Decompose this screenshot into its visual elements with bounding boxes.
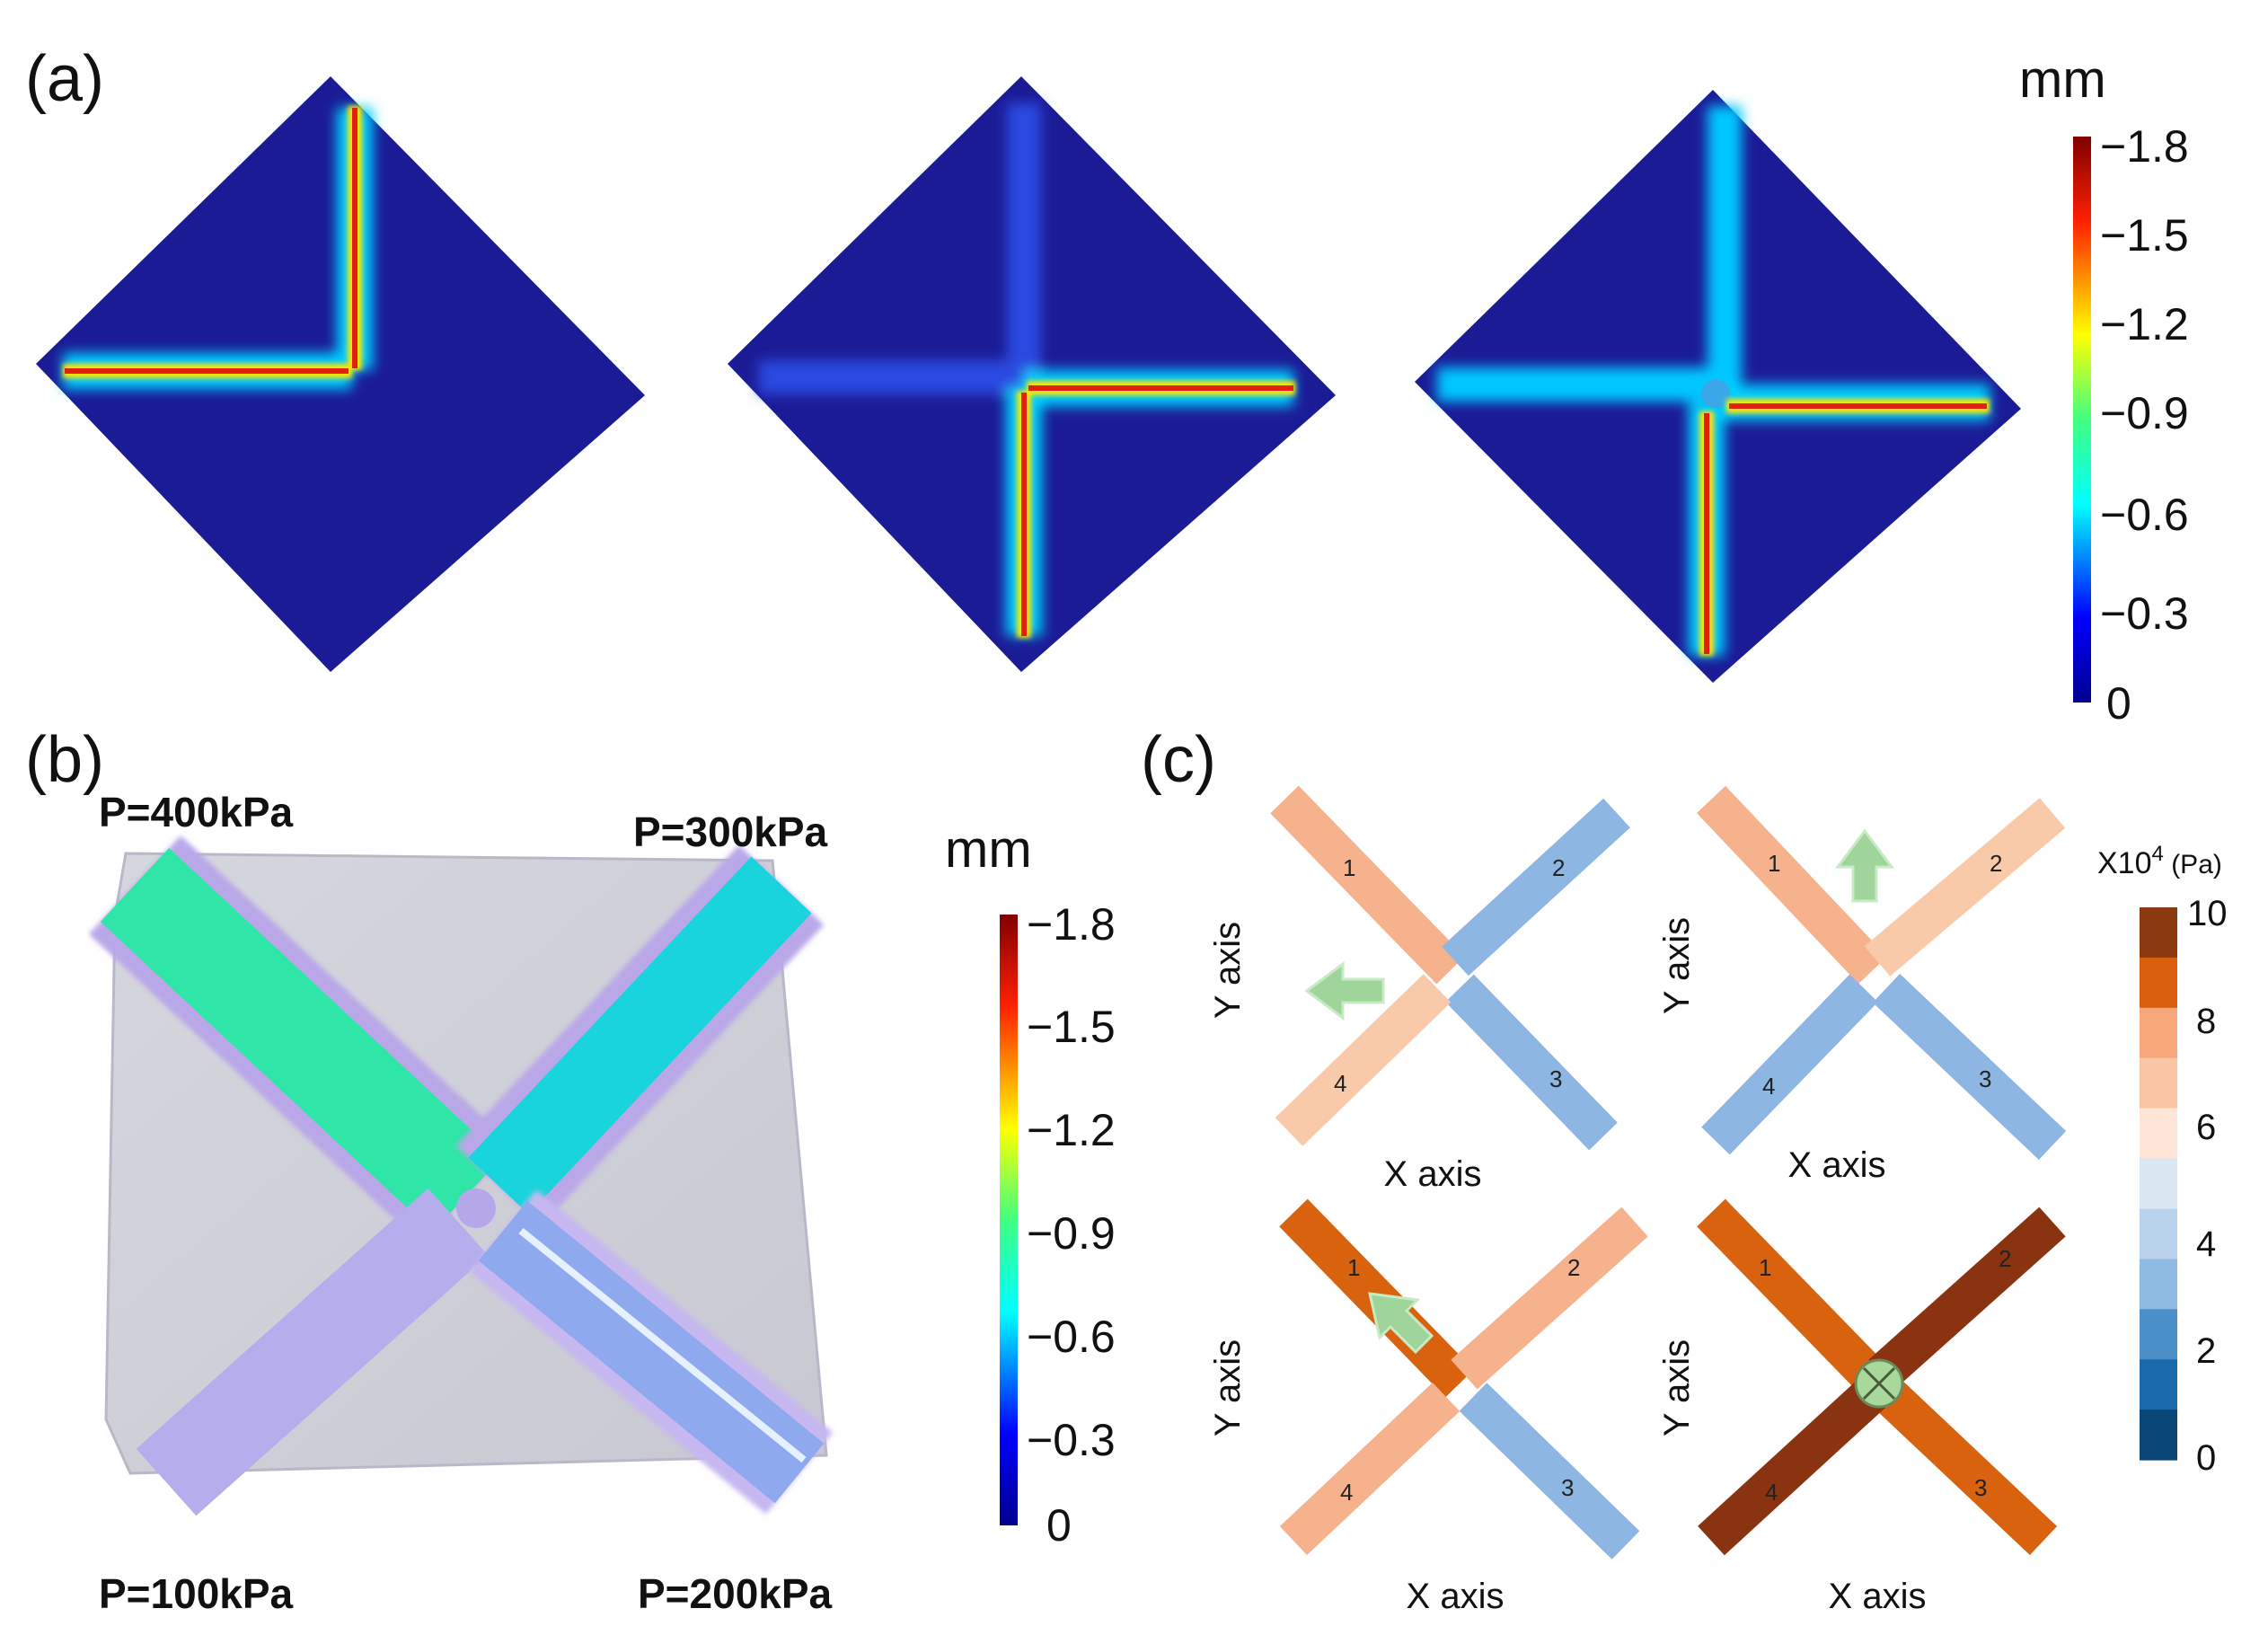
colorbar-c-band bbox=[2140, 1259, 2177, 1310]
colorbar-a-gradient bbox=[2073, 137, 2091, 703]
colorbar-a-tick-0: −1.8 bbox=[2100, 121, 2189, 172]
colorbar-c-tick-2: 6 bbox=[2196, 1108, 2216, 1147]
colorbar-c-tick-4: 2 bbox=[2196, 1331, 2216, 1371]
colorbar-a-tick-2: −1.2 bbox=[2100, 299, 2189, 349]
colorbar-a-ticks: −1.8 −1.5 −1.2 −0.9 −0.6 −0.3 0 bbox=[2100, 121, 2189, 729]
colorbar-c-band bbox=[2140, 907, 2177, 959]
arm-label-2: 2 bbox=[1999, 1245, 2011, 1272]
colorbar-a-tick-5: −0.3 bbox=[2100, 588, 2189, 639]
arm-label-4: 4 bbox=[1762, 1073, 1775, 1100]
colorbar-c-band bbox=[2140, 1309, 2177, 1360]
arm-label-3: 3 bbox=[1561, 1474, 1574, 1501]
colorbar-c-band bbox=[2140, 1359, 2177, 1410]
arrow-left-icon bbox=[1304, 961, 1385, 1021]
colorbar-c-band bbox=[2140, 1410, 2177, 1461]
arm-label-4: 4 bbox=[1340, 1479, 1353, 1506]
arm-label-3: 3 bbox=[1979, 1065, 1991, 1092]
stress-cross-4: 1 2 3 4 Y axis X axis bbox=[1657, 1198, 2066, 1616]
arm-label-2: 2 bbox=[1567, 1254, 1580, 1281]
arm-label-2: 2 bbox=[1552, 854, 1565, 881]
colorbar-b-tick-1: −1.5 bbox=[1027, 1002, 1116, 1052]
pressure-top-right: P=300kPa bbox=[633, 809, 828, 855]
stress-cross-1: 1 2 3 4 Y axis X axis bbox=[1208, 785, 1630, 1194]
colorbar-c-unit-exp: 4 bbox=[2152, 842, 2164, 866]
colorbar-c-tick-1: 8 bbox=[2196, 1002, 2216, 1041]
arm-label-1: 1 bbox=[1347, 1254, 1360, 1281]
fem-map-3 bbox=[1415, 90, 2021, 683]
colorbar-b-gradient bbox=[1000, 915, 1018, 1525]
panel-label-a: (a) bbox=[25, 43, 104, 115]
pressure-bottom-left: P=100kPa bbox=[99, 1570, 294, 1617]
colorbar-c-band bbox=[2140, 1057, 2177, 1109]
fem-map-1 bbox=[36, 76, 645, 672]
colorbar-b-tick-5: −0.3 bbox=[1027, 1415, 1116, 1465]
colorbar-c-band bbox=[2140, 1208, 2177, 1259]
colorbar-b-tick-2: −1.2 bbox=[1027, 1105, 1116, 1155]
arrow-up-icon bbox=[1835, 828, 1894, 903]
arm-label-1: 1 bbox=[1759, 1254, 1771, 1281]
colorbar-b-tick-0: −1.8 bbox=[1027, 899, 1116, 950]
colorbar-c-bands bbox=[2140, 907, 2177, 1461]
pressure-node-icon bbox=[1854, 1358, 1904, 1409]
pressure-bottom-right: P=200kPa bbox=[638, 1570, 833, 1617]
colorbar-a-tick-3: −0.9 bbox=[2100, 388, 2189, 438]
colorbar-c-tick-3: 4 bbox=[2196, 1224, 2216, 1264]
colorbar-b-unit: mm bbox=[945, 820, 1032, 879]
arm-label-4: 4 bbox=[1765, 1479, 1778, 1506]
colorbar-c-tick-5: 0 bbox=[2196, 1438, 2216, 1478]
arm-label-1: 1 bbox=[1343, 854, 1355, 881]
colorbar-c-band bbox=[2140, 1007, 2177, 1059]
colorbar-b-ticks: −1.8 −1.5 −1.2 −0.9 −0.6 −0.3 0 bbox=[1027, 899, 1116, 1551]
colorbar-b: mm −1.8 −1.5 −1.2 −0.9 −0.6 −0.3 0 bbox=[945, 820, 1116, 1551]
fem-map-2 bbox=[728, 76, 1336, 672]
panel-label-c: (c) bbox=[1141, 724, 1216, 796]
y-axis-label-3: Y axis bbox=[1208, 1339, 1248, 1436]
y-axis-label-2: Y axis bbox=[1657, 917, 1697, 1014]
colorbar-b-tick-4: −0.6 bbox=[1027, 1312, 1116, 1362]
panel-label-b: (b) bbox=[25, 724, 104, 796]
arm-label-1: 1 bbox=[1768, 850, 1780, 877]
deformed-membrane bbox=[88, 835, 834, 1516]
colorbar-b-tick-6: 0 bbox=[1046, 1500, 1072, 1551]
colorbar-a-unit: mm bbox=[2019, 50, 2106, 109]
colorbar-b-tick-3: −0.9 bbox=[1027, 1208, 1116, 1259]
pressure-labels: P=400kPa P=300kPa P=100kPa P=200kPa bbox=[99, 789, 833, 1617]
colorbar-a-tick-6: 0 bbox=[2106, 678, 2131, 729]
x-axis-label-4: X axis bbox=[1829, 1577, 1927, 1616]
y-axis-label-1: Y axis bbox=[1208, 922, 1248, 1019]
y-axis-label-4: Y axis bbox=[1657, 1339, 1697, 1436]
arm-label-3: 3 bbox=[1549, 1065, 1562, 1092]
colorbar-a-tick-4: −0.6 bbox=[2100, 490, 2189, 540]
colorbar-c-band bbox=[2140, 957, 2177, 1009]
colorbar-c-unit-suffix: (Pa) bbox=[2164, 850, 2222, 879]
colorbar-c-unit-prefix: X10 bbox=[2097, 846, 2152, 880]
x-axis-label-3: X axis bbox=[1407, 1577, 1505, 1616]
x-axis-label-1: X axis bbox=[1384, 1154, 1482, 1194]
colorbar-c-tick-0: 10 bbox=[2187, 894, 2228, 933]
arm-label-3: 3 bbox=[1974, 1474, 1987, 1501]
arm-label-4: 4 bbox=[1334, 1070, 1346, 1097]
colorbar-a: mm −1.8 −1.5 −1.2 −0.9 −0.6 −0.3 0 bbox=[2019, 50, 2189, 729]
colorbar-a-tick-1: −1.5 bbox=[2100, 210, 2189, 261]
arm-label-2: 2 bbox=[1990, 850, 2002, 877]
colorbar-c: X104 (Pa) 10 8 6 4 2 0 bbox=[2097, 842, 2228, 1478]
colorbar-c-band bbox=[2140, 1108, 2177, 1160]
pressure-top-left: P=400kPa bbox=[99, 789, 294, 835]
colorbar-c-ticks: 10 8 6 4 2 0 bbox=[2187, 894, 2228, 1478]
x-axis-label-2: X axis bbox=[1788, 1145, 1886, 1185]
colorbar-c-band bbox=[2140, 1158, 2177, 1209]
stress-cross-3: 1 2 3 4 Y axis X axis bbox=[1208, 1198, 1648, 1616]
colorbar-c-unit: X104 (Pa) bbox=[2097, 842, 2222, 880]
stress-cross-2: 1 2 3 4 Y axis X axis bbox=[1657, 785, 2067, 1185]
arrow-up-left-icon bbox=[1368, 1292, 1434, 1355]
